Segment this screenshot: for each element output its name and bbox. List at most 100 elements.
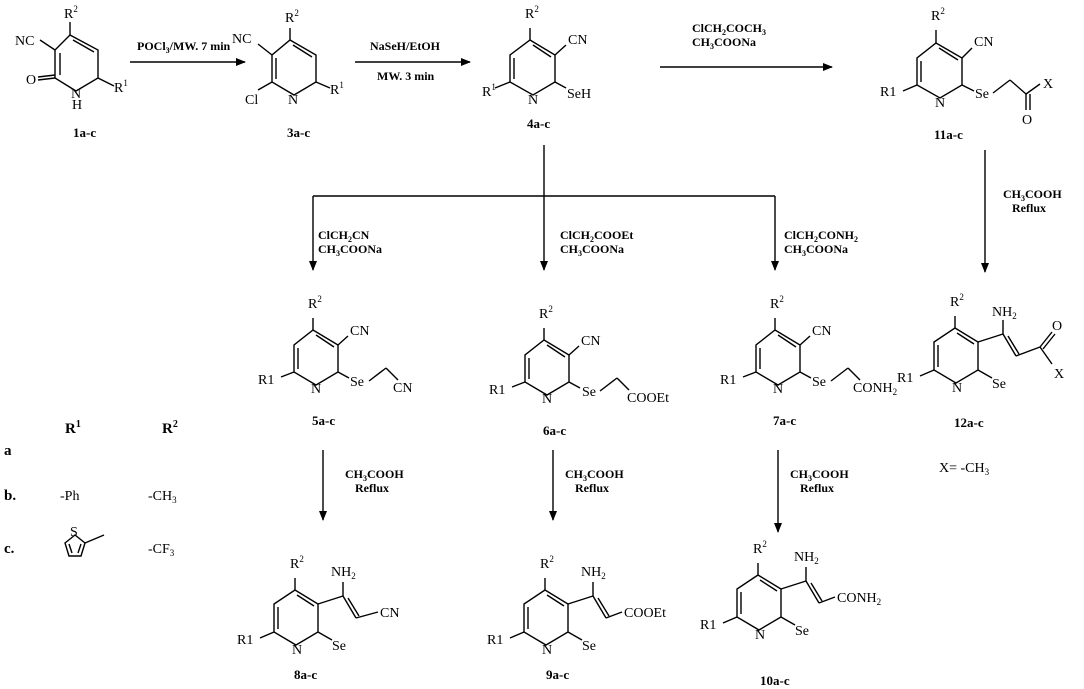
legend-header-r1: R1 bbox=[65, 419, 81, 437]
branch-from-4: ClCH2CN CH3COONa ClCH2COOEt CH3COONa ClC… bbox=[309, 145, 858, 271]
r2-label: R2 bbox=[525, 4, 539, 22]
label-4a-c: 4a-c bbox=[527, 116, 550, 131]
r1-label: R1 bbox=[720, 373, 736, 388]
compound-7: R2 CN N R1 Se CONH2 7a-c bbox=[720, 294, 897, 428]
cond-mw3: MW. 3 min bbox=[377, 69, 435, 83]
arrow-1-to-3: POCl3/MW. 7 min bbox=[130, 39, 246, 66]
label-5a-c: 5a-c bbox=[312, 413, 335, 428]
legend-row-a: a bbox=[4, 443, 12, 459]
cond-nasehetoh: NaSeH/EtOH bbox=[370, 39, 441, 53]
r1-label: R1 bbox=[880, 85, 896, 100]
n-label: N bbox=[71, 87, 81, 102]
se-label: Se bbox=[812, 375, 826, 390]
cond-reflux: Reflux bbox=[1012, 201, 1046, 215]
se-label: Se bbox=[332, 639, 346, 654]
compound-8: R2 NH2 CN N Se R1 8a-c bbox=[237, 554, 399, 682]
compound-1: R2 NC O N H R1 1a-c bbox=[15, 4, 128, 140]
substituent-legend: R1 R2 a b. -Ph -CH3 c. S -CF3 bbox=[4, 419, 178, 558]
r1-label: R1 bbox=[237, 633, 253, 648]
n-label: N bbox=[935, 96, 945, 111]
r2-label: R2 bbox=[308, 294, 322, 312]
se-label: Se bbox=[795, 624, 809, 639]
compound-5: R2 CN N R1 Se CN 5a-c bbox=[258, 294, 412, 428]
n-label: N bbox=[542, 643, 552, 658]
cond-ch3cooh: CH3COOH bbox=[790, 467, 849, 483]
label-10a-c: 10a-c bbox=[760, 673, 790, 688]
s-label: S bbox=[70, 525, 78, 540]
label-11a-c: 11a-c bbox=[934, 127, 963, 142]
label-3a-c: 3a-c bbox=[287, 125, 310, 140]
cn-label: CN bbox=[380, 606, 399, 621]
nh2-label: NH2 bbox=[794, 550, 819, 566]
cond-ch3coona: CH3COONa bbox=[318, 242, 382, 258]
cooet-label: COOEt bbox=[624, 606, 666, 621]
cn-label: CN bbox=[581, 334, 600, 349]
cond-reflux: Reflux bbox=[575, 481, 609, 495]
legend-header-r2: R2 bbox=[162, 419, 178, 437]
cond-ch3coona: CH3COONa bbox=[560, 242, 624, 258]
label-8a-c: 8a-c bbox=[294, 667, 317, 682]
cond-ch3cooh: CH3COOH bbox=[565, 467, 624, 483]
n-label: N bbox=[542, 392, 552, 407]
legend-row-b: b. bbox=[4, 488, 16, 504]
label-7a-c: 7a-c bbox=[773, 413, 796, 428]
x-definition: X= -CH3 bbox=[939, 461, 990, 477]
r2-label: R2 bbox=[290, 554, 304, 572]
legend-b-r2: -CH3 bbox=[148, 489, 177, 505]
arrow-3-to-4: NaSeH/EtOH MW. 3 min bbox=[355, 39, 471, 83]
se-label: Se bbox=[350, 375, 364, 390]
nh2-label: NH2 bbox=[581, 565, 606, 581]
thiophene-icon: S bbox=[64, 525, 105, 557]
cooet-label: COOEt bbox=[627, 391, 669, 406]
cl-label: Cl bbox=[245, 93, 258, 108]
cn-label: CN bbox=[568, 33, 587, 48]
cn-label: CN bbox=[393, 381, 412, 396]
cond-ch3coona: CH3COONa bbox=[784, 242, 848, 258]
r2-label: R2 bbox=[285, 8, 299, 26]
o-label: O bbox=[1022, 113, 1032, 128]
se-label: Se bbox=[975, 87, 989, 102]
cond-clch2cn: ClCH2CN bbox=[318, 228, 370, 244]
se-label: Se bbox=[582, 385, 596, 400]
se-label: Se bbox=[992, 377, 1006, 392]
compound-11: R2 CN N R1 Se X O 11a-c bbox=[880, 6, 1053, 142]
conh2-label: CONH2 bbox=[853, 381, 897, 397]
se-label: Se bbox=[582, 639, 596, 654]
compound-3: R2 NC Cl N R1 3a-c bbox=[232, 8, 344, 140]
compound-6: R2 CN N R1 Se COOEt 6a-c bbox=[489, 304, 669, 438]
r1-label: R1 bbox=[489, 383, 505, 398]
cond-pocl3: POCl3/MW. 7 min bbox=[137, 39, 231, 55]
cond-clch2conh2: ClCH2CONH2 bbox=[784, 228, 858, 244]
legend-b-r1: -Ph bbox=[60, 489, 79, 504]
n-label: N bbox=[755, 628, 765, 643]
r2-label: R2 bbox=[64, 4, 78, 22]
cn-label: CN bbox=[350, 324, 369, 339]
n-label: N bbox=[773, 382, 783, 397]
n-label: N bbox=[292, 643, 302, 658]
r2-label: R2 bbox=[950, 292, 964, 310]
r2-label: R2 bbox=[770, 294, 784, 312]
cn-label: CN bbox=[974, 35, 993, 50]
r2-label: R2 bbox=[753, 539, 767, 557]
nc-label: NC bbox=[15, 34, 34, 49]
label-9a-c: 9a-c bbox=[546, 667, 569, 682]
cond-ch3coona: CH3COONa bbox=[692, 35, 756, 51]
r1-label: R1 bbox=[487, 633, 503, 648]
o-label: O bbox=[1052, 319, 1062, 334]
r1-label: R1 bbox=[114, 78, 128, 96]
compound-4: R2 CN N R1 SeH 4a-c bbox=[482, 4, 591, 131]
arrow-11-to-12: CH3COOH Reflux bbox=[981, 150, 1062, 273]
o-label: O bbox=[26, 73, 36, 88]
r2-label: R2 bbox=[539, 304, 553, 322]
cond-ch3cooh: CH3COOH bbox=[1003, 187, 1062, 203]
nh2-label: NH2 bbox=[992, 305, 1017, 321]
cn-label: CN bbox=[812, 324, 831, 339]
n-label: N bbox=[288, 93, 298, 108]
r2-label: R2 bbox=[540, 554, 554, 572]
n-label: N bbox=[528, 93, 538, 108]
legend-c-r2: -CF3 bbox=[148, 542, 175, 558]
arrow-4-to-11: ClCH2COCH3 CH3COONa bbox=[660, 21, 833, 71]
label-12a-c: 12a-c bbox=[954, 415, 984, 430]
